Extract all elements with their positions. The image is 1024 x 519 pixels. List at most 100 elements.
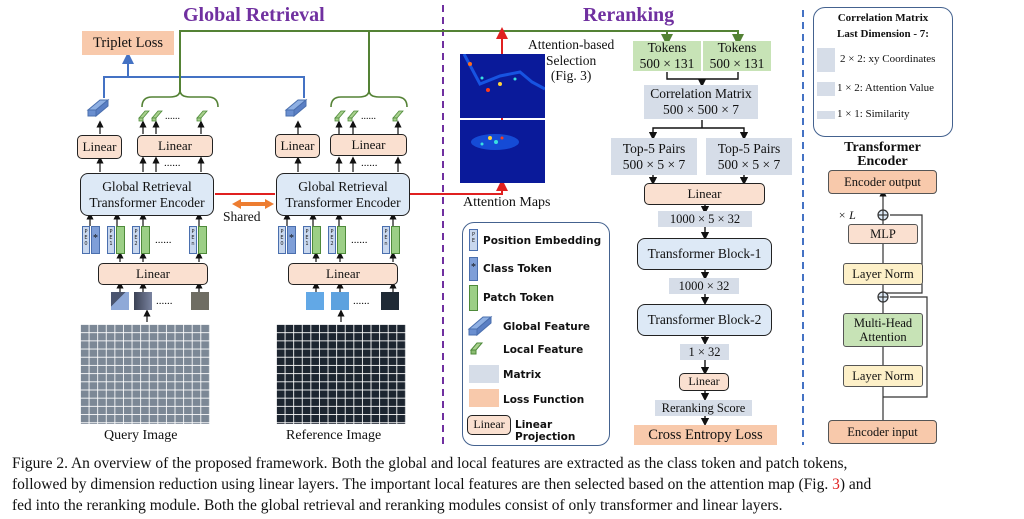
global-retrieval-encoder-query: Global Retrieval Transformer Encoder xyxy=(80,173,214,216)
reranking-linear-2: Linear xyxy=(679,373,729,391)
linear-patch-embed-reference: Linear xyxy=(288,263,398,285)
local-feature-icons-query: ...... xyxy=(137,108,217,127)
attention-selection-line1: Attention-based xyxy=(528,37,615,52)
legend-patch-token-icon xyxy=(469,285,478,311)
query-image xyxy=(80,324,210,424)
linear-patch-embed-query: Linear xyxy=(98,263,208,285)
shared-label: Shared xyxy=(223,209,261,224)
legend-class-token: Class Token xyxy=(483,263,552,275)
caption-figure-ref-link[interactable]: 3 xyxy=(832,476,840,493)
top5-dims: 500 × 5 × 7 xyxy=(622,156,686,172)
global-retrieval-title: Global Retrieval xyxy=(183,4,325,26)
patch-token xyxy=(391,226,400,254)
reference-image-label: Reference Image xyxy=(286,428,382,443)
patch-token xyxy=(116,226,125,254)
cross-entropy-loss: Cross Entropy Loss xyxy=(634,425,777,445)
tokens-label: Tokens xyxy=(717,40,757,56)
correlation-legend-title: Correlation Matrix Last Dimension - 7: xyxy=(814,11,952,43)
triplet-loss-box: Triplet Loss xyxy=(82,31,174,55)
ellipsis: ...... xyxy=(155,234,172,246)
dim-1000x5x32: 1000 × 5 × 32 xyxy=(658,211,752,227)
caption-line-1: Figure 2. An overview of the proposed fr… xyxy=(12,455,848,472)
global-retrieval-encoder-reference: Global Retrieval Transformer Encoder xyxy=(276,173,410,216)
attention-map-query xyxy=(460,53,546,118)
correlation-matrix-dims: 500 × 500 × 7 xyxy=(663,102,739,117)
caption-line2-a: followed by dimension reduction using li… xyxy=(12,476,833,493)
global-feature-icon-reference xyxy=(284,98,308,123)
attention-selection-line2: Selection xyxy=(545,52,597,68)
encoder-label-line1: Global Retrieval xyxy=(102,178,192,194)
image-patch xyxy=(306,292,324,310)
reranking-linear-1: Linear xyxy=(644,183,765,205)
ellipsis: ...... xyxy=(351,234,368,246)
correlation-legend-title-line2: Last Dimension - 7: xyxy=(837,27,929,40)
encoder-label-line1: Global Retrieval xyxy=(298,178,388,194)
encoder-label-line2: Transformer Encoder xyxy=(285,194,401,210)
transformer-block-2: Transformer Block-2 xyxy=(637,304,772,336)
swatch-attention xyxy=(817,82,835,96)
image-patch xyxy=(331,292,349,310)
top5-dims: 500 × 5 × 7 xyxy=(717,156,781,172)
reference-image xyxy=(276,324,406,424)
attention-selection-label: Attention-based Selection (Fig. 3) xyxy=(528,37,614,84)
legend-global-feature: Global Feature xyxy=(503,321,591,333)
tokens-dims: 500 × 131 xyxy=(709,56,765,71)
legend-linear-swatch: Linear xyxy=(467,415,511,435)
legend-local-feature: Local Feature xyxy=(503,344,584,356)
reranking-title: Reranking xyxy=(583,4,675,26)
patch-token xyxy=(141,226,150,254)
legend-loss-function: Loss Function xyxy=(503,394,585,406)
corr-legend-item-similarity: 1 × 1: Similarity xyxy=(837,108,910,120)
svg-text:......: ...... xyxy=(165,111,180,122)
encoder-input-box: Encoder input xyxy=(828,420,937,444)
ellipsis: ...... xyxy=(164,157,181,169)
layer-norm-box-top: Layer Norm xyxy=(843,263,923,285)
linear-global-reference: Linear xyxy=(275,134,320,158)
image-patch xyxy=(111,292,129,310)
transformer-encoder-title-line1: Transformer xyxy=(844,140,921,155)
legend-matrix-swatch xyxy=(469,365,499,383)
dim-1000x32: 1000 × 32 xyxy=(669,278,739,294)
dim-1x32: 1 × 32 xyxy=(680,344,729,360)
legend-loss-swatch xyxy=(469,389,499,407)
transformer-encoder-title: Transformer Encoder xyxy=(830,141,935,169)
transformer-block-1: Transformer Block-1 xyxy=(637,238,772,270)
patch-token xyxy=(337,226,346,254)
reranking-score: Reranking Score xyxy=(655,400,752,416)
image-patch xyxy=(134,292,152,310)
ellipsis: ...... xyxy=(353,295,370,307)
top5-label: Top-5 Pairs xyxy=(717,140,781,156)
patch-token xyxy=(198,226,207,254)
corr-legend-item-xy: 2 × 2: xy Coordinates xyxy=(840,53,936,65)
linear-local-reference: Linear xyxy=(330,134,407,156)
corr-legend-item-attention: 1 × 2: Attention Value xyxy=(837,82,935,94)
correlation-legend-title-line1: Correlation Matrix xyxy=(837,12,929,24)
legend-matrix: Matrix xyxy=(503,369,542,381)
ellipsis: ...... xyxy=(361,157,378,169)
legend-local-feature-icon xyxy=(469,341,485,360)
attention-selection-line3: (Fig. 3) xyxy=(550,68,592,84)
caption-line-2: followed by dimension reduction using li… xyxy=(12,476,871,494)
encoder-output-box: Encoder output xyxy=(828,170,937,194)
svg-text:......: ...... xyxy=(361,111,376,122)
transformer-encoder-title-line2: Encoder xyxy=(857,154,908,169)
mlp-box: MLP xyxy=(848,224,918,244)
caption-line2-b: ) and xyxy=(839,476,872,493)
linear-global-query: Linear xyxy=(77,135,122,159)
legend-patch-token: Patch Token xyxy=(483,292,555,304)
top5-label: Top-5 Pairs xyxy=(622,140,686,156)
